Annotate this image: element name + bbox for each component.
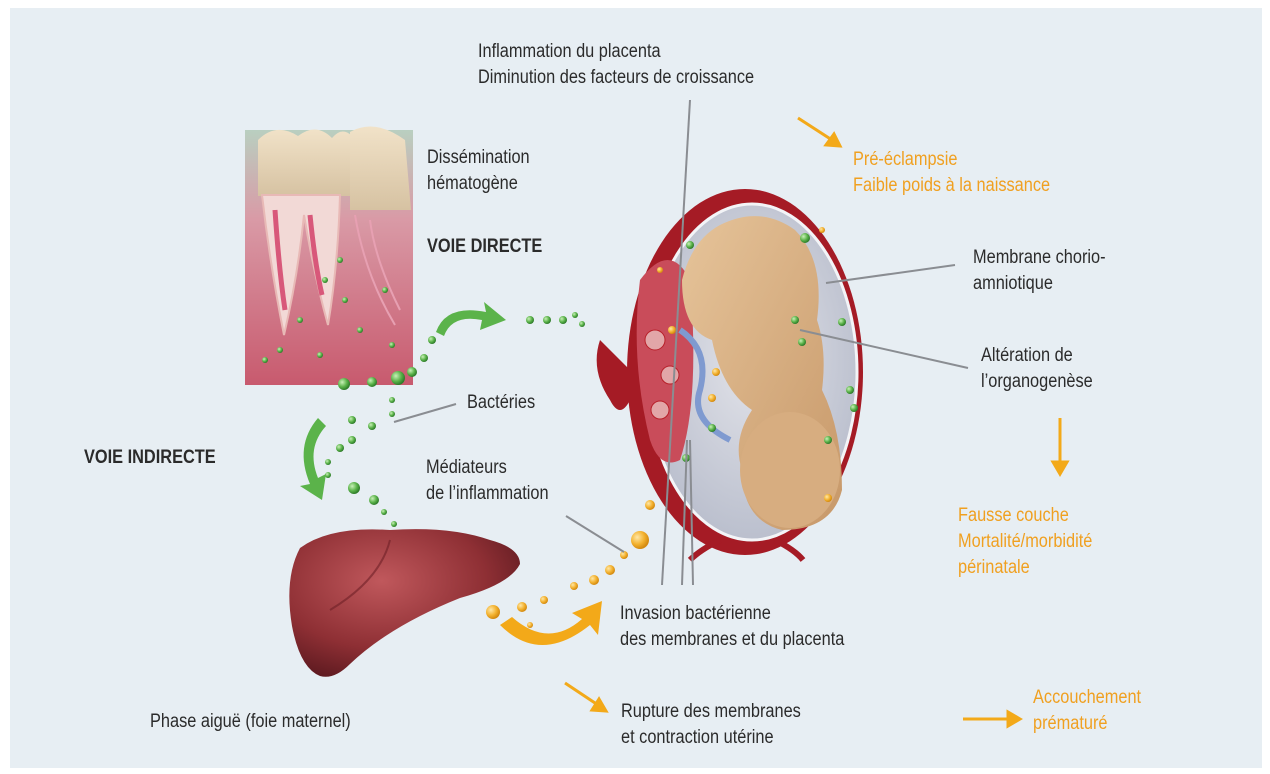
label-hematogenous-dissemination: Dissémination hématogène: [427, 145, 530, 197]
label-bacterial-invasion: Invasion bactérienne des membranes et du…: [620, 601, 844, 653]
fetus-in-uterus-image: [597, 189, 863, 560]
label-membrane-rupture: Rupture des membranes et contraction uté…: [621, 699, 801, 751]
tooth-image: [245, 127, 413, 385]
label-placenta-inflammation: Inflammation du placenta Diminution des …: [478, 39, 754, 91]
liver-image: [289, 529, 520, 677]
label-preeclampsia: Pré-éclampsie Faible poids à la naissanc…: [853, 147, 1050, 199]
orange-curved-arrow: [500, 601, 602, 645]
label-acute-phase: Phase aiguë (foie maternel): [150, 709, 351, 735]
label-indirect-route: VOIE INDIRECTE: [84, 445, 216, 471]
label-direct-route: VOIE DIRECTE: [427, 234, 542, 260]
label-miscarriage: Fausse couche Mortalité/morbidité périna…: [958, 503, 1092, 581]
label-bacteria: Bactéries: [467, 390, 535, 416]
label-organogenesis-alteration: Altération de l’organogenèse: [981, 343, 1093, 395]
label-premature-delivery: Accouchement prématuré: [1033, 685, 1141, 737]
label-chorioamniotic-membrane: Membrane chorio- amniotique: [973, 245, 1106, 297]
label-inflammation-mediators: Médiateurs de l’inflammation: [426, 455, 549, 507]
